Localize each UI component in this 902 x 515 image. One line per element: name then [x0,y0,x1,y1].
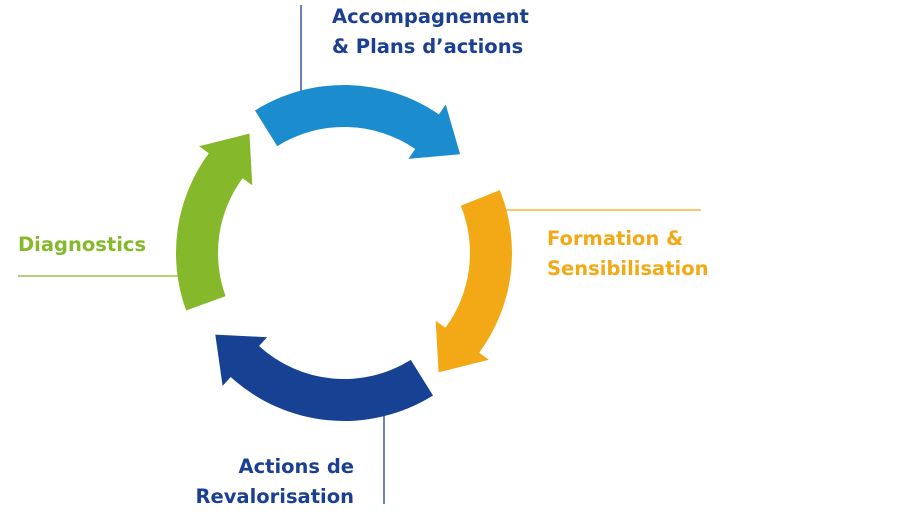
step-label-actions-line1: Actions de [238,455,354,478]
step-label-formation-line2: Sensibilisation [547,257,709,280]
step-label-accompagnement: Accompagnement & Plans d’actions [332,2,529,62]
step-label-accompagnement-line2: & Plans d’actions [332,35,524,58]
step-label-formation: Formation & Sensibilisation [547,224,709,284]
arc-diagnostics [175,133,253,311]
step-label-accompagnement-line1: Accompagnement [332,5,529,28]
arc-formation [435,190,513,373]
arc-actions [215,334,433,421]
step-label-formation-line1: Formation & [547,227,684,250]
step-label-actions: Actions de Revalorisation [195,452,354,512]
arc-accompagnement [255,85,461,159]
step-label-diagnostics: Diagnostics [18,230,146,260]
step-label-actions-line2: Revalorisation [195,485,354,508]
cycle-arcs [175,85,513,421]
step-label-diagnostics-line1: Diagnostics [18,233,147,256]
